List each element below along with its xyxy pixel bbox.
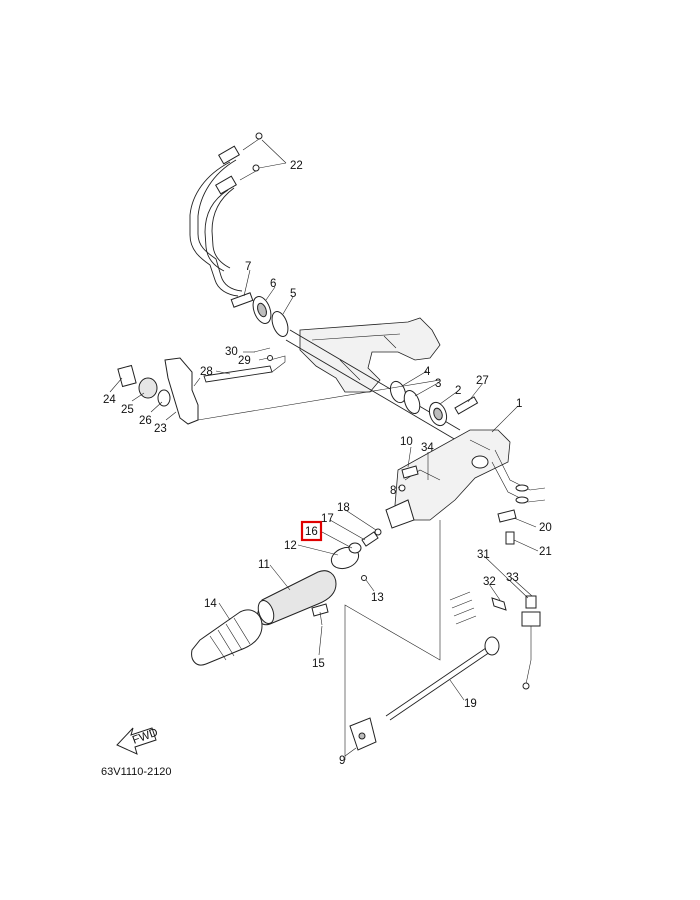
cable-end-fitting-lower [215,175,237,195]
spring-32 [449,591,477,625]
diagram-code: 63V1110-2120 [101,766,172,778]
collar-25 [138,377,158,399]
washer-4 [389,380,407,404]
key-27 [454,396,479,415]
cable-clip [255,132,263,140]
swivel-bracket-housing [299,317,441,393]
callout-30: 30 [225,346,238,358]
callout-12: 12 [284,540,297,552]
callout-29: 29 [238,355,251,367]
callout-15: 15 [312,658,325,670]
callout-11: 11 [258,559,270,571]
cable-end-fitting-upper [218,145,240,165]
clip-33 [491,597,507,611]
bolt-24 [117,364,137,388]
callout-10: 10 [400,436,413,448]
callout-20: 20 [539,522,552,534]
shaft-parts-2-3-4-27 [389,380,479,427]
shaft-parts-5-6-7 [230,292,289,337]
shift-lever-23 [164,357,199,425]
callout-7: 7 [245,261,251,273]
callout-4: 4 [424,366,431,378]
callout-31: 31 [477,549,490,561]
callout-13: 13 [371,592,384,604]
callout-9: 9 [339,755,345,767]
callout-23: 23 [154,423,167,435]
callout-1: 1 [516,398,522,410]
clip-30 [253,347,271,353]
shift-rod-28 [203,365,273,383]
pin-8 [398,484,406,492]
collar-7 [230,292,254,308]
callout-14: 14 [204,598,217,610]
callout-25: 25 [121,404,134,416]
steering-shaft-end [385,499,415,529]
callout-5: 5 [290,288,296,300]
assembly-guide-line [344,520,441,760]
callout-33: 33 [506,572,519,584]
callout-27: 27 [476,375,489,387]
plate-20 [497,509,517,523]
callout-24: 24 [103,394,116,406]
callout-16: 16 [305,526,318,538]
tiller-grip-assembly [191,528,382,666]
shift-lever-assembly [117,347,441,425]
pin-29 [267,355,273,361]
callout-numbers: 22 7 6 5 30 29 28 24 25 26 23 4 3 2 27 1… [103,160,552,767]
bolt-21 [505,531,515,545]
callout-3: 3 [435,378,441,390]
cable-clip [252,164,260,172]
bolt-18 [374,528,382,536]
callout-19: 19 [464,698,477,710]
shift-rod-assembly [349,636,500,751]
bushing-3 [403,389,421,415]
washer-26 [157,389,171,407]
callout-34: 34 [421,442,434,454]
callout-21: 21 [539,546,552,558]
callout-17: 17 [321,513,334,525]
callout-18: 18 [337,502,350,514]
screw-15 [311,603,329,617]
switch-31 [525,595,537,609]
callout-28: 28 [200,366,213,378]
callout-6: 6 [270,278,276,290]
screw-13 [361,575,367,581]
callout-2: 2 [455,385,461,397]
leader-lines [109,139,539,757]
shift-rod-19 [385,647,487,717]
callout-32: 32 [483,576,496,588]
bolt-10 [401,465,419,479]
spring-17 [361,531,379,547]
forward-direction-arrow: FWD [116,727,160,755]
callout-22: 22 [290,160,303,172]
switch-body [521,611,541,627]
parts-8-10 [398,465,419,492]
grip-14 [191,609,263,666]
callout-8: 8 [390,485,396,497]
callout-26: 26 [139,415,152,427]
washer-16 [348,542,362,554]
callout-16-highlight [300,520,323,542]
washer-5 [271,311,289,337]
steering-bracket [385,429,511,529]
switch-and-cable-parts [449,449,546,690]
